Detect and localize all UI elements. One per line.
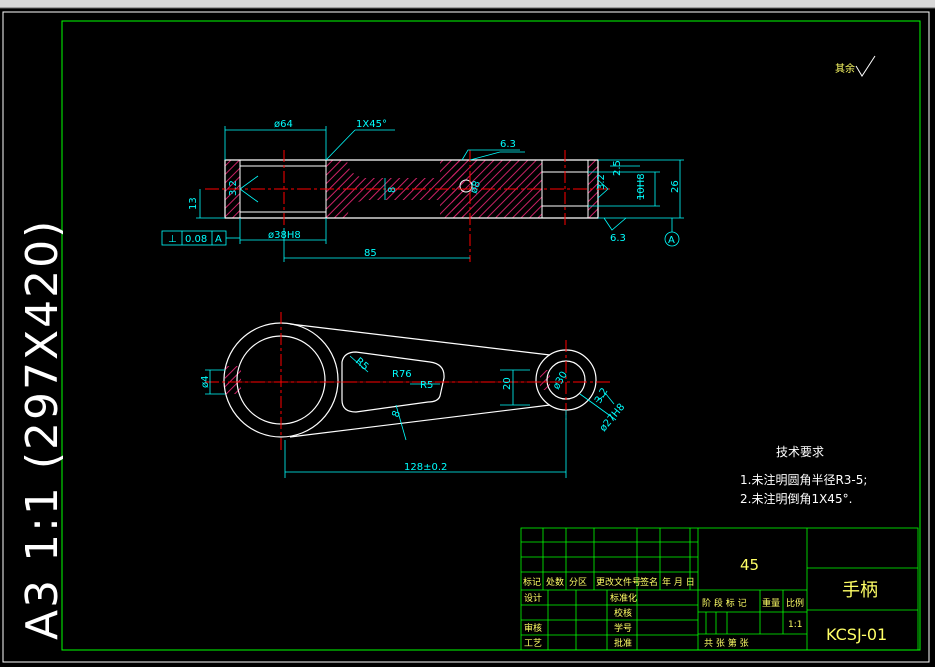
- dim-8-plan: 8: [390, 409, 403, 419]
- dim-d64: ø64: [274, 119, 293, 130]
- tb-standardize: 标准化: [610, 592, 637, 604]
- dim-r5b: R5: [420, 380, 433, 391]
- perpendicularity-frame: [161, 230, 240, 246]
- dim-20: 20: [502, 377, 513, 390]
- dim-bore: ø38H8: [268, 230, 301, 241]
- tb-date: 年 月 日: [662, 576, 695, 588]
- tb-sheet-info: 共 张 第 张: [704, 637, 749, 649]
- dim-3-2-left: 3.2: [228, 180, 239, 196]
- dim-rough-top: 6.3: [500, 139, 516, 150]
- tech-req-line-1: 1.未注明圆角半径R3-5;: [740, 472, 867, 487]
- tech-req-title: 技术要求: [776, 445, 824, 459]
- other-surfaces-label: 其余: [835, 62, 855, 75]
- perp-symbol: ⊥: [168, 234, 177, 245]
- tb-student-no: 学号: [614, 622, 632, 634]
- dim-r5: R5: [353, 356, 370, 373]
- plan-view: ø4 R5 R76 R5 8 20 ø30 3.2 ø27H8 128±0.2: [200, 312, 627, 478]
- tb-process: 工艺: [524, 638, 542, 649]
- tb-mark: 标记: [523, 576, 541, 588]
- tb-change-doc: 更改文件号: [596, 576, 641, 588]
- dim-rough-bottom: 6.3: [610, 233, 626, 244]
- roughness-symbol-icon: [855, 55, 876, 77]
- drawing-frame: [61, 20, 921, 651]
- dim-8: 8: [387, 187, 398, 193]
- tb-review: 审核: [524, 622, 542, 634]
- tb-stage-label: 阶 段 标 记: [702, 597, 747, 609]
- side-label: A3 1:1 (297X420): [17, 219, 68, 640]
- dim-85: 85: [364, 248, 377, 259]
- section-view: ø64 1X45° 6.3 6.3 13 3.2 8 ø8 26 2.5 10H…: [161, 119, 684, 262]
- tb-approve: 批准: [614, 637, 632, 649]
- dim-d4: ø4: [200, 376, 211, 388]
- tolerance-value: 0.08: [185, 234, 207, 245]
- datum-a-icon: [664, 231, 680, 247]
- tb-check: 校核: [614, 607, 632, 619]
- title-block-text: 标记 处数 分区 更改文件号 签名 年 月 日 设计 标准化 校核 审核 学号 …: [523, 556, 887, 649]
- technical-requirements: 技术要求 1.未注明圆角半径R3-5; 2.未注明倒角1X45°.: [740, 445, 867, 506]
- dim-3-2-plan: 3.2: [593, 386, 610, 405]
- dim-r76: R76: [392, 369, 412, 380]
- outer-border: [2, 11, 930, 663]
- dim-13: 13: [188, 197, 199, 210]
- tb-signature: 签名: [640, 576, 658, 588]
- dim-26: 26: [670, 180, 681, 193]
- tb-material: 45: [740, 556, 759, 574]
- surface-roughness-note: 其余: [835, 55, 876, 77]
- tb-drawing-no: KCSJ-01: [826, 625, 887, 644]
- dim-d30: ø30: [551, 370, 570, 392]
- tb-count: 处数: [546, 576, 564, 588]
- tb-design: 设计: [524, 592, 542, 604]
- lightening-slot: [341, 351, 445, 413]
- dim-128: 128±0.2: [404, 462, 447, 473]
- tb-part-name: 手柄: [842, 580, 878, 601]
- tech-req-line-2: 2.未注明倒角1X45°.: [740, 491, 852, 506]
- dim-2-5: 2.5: [612, 160, 623, 176]
- dim-d27h8: ø27H8: [598, 402, 627, 434]
- dim-10h8: 10H8: [636, 173, 647, 200]
- tolerance-datum: A: [215, 234, 222, 245]
- dim-chamfer: 1X45°: [356, 119, 387, 130]
- tb-weight-label: 重量: [762, 597, 780, 609]
- window-top-strip: [0, 0, 935, 8]
- dim-8-hole: ø8: [468, 180, 483, 195]
- tb-scale-label: 比例: [786, 597, 804, 609]
- title-block: [520, 527, 919, 651]
- tb-zone: 分区: [569, 577, 587, 588]
- datum-label: A: [668, 235, 675, 246]
- tb-scale-value: 1:1: [788, 620, 802, 630]
- dim-3-2-right: 3.2: [596, 174, 607, 190]
